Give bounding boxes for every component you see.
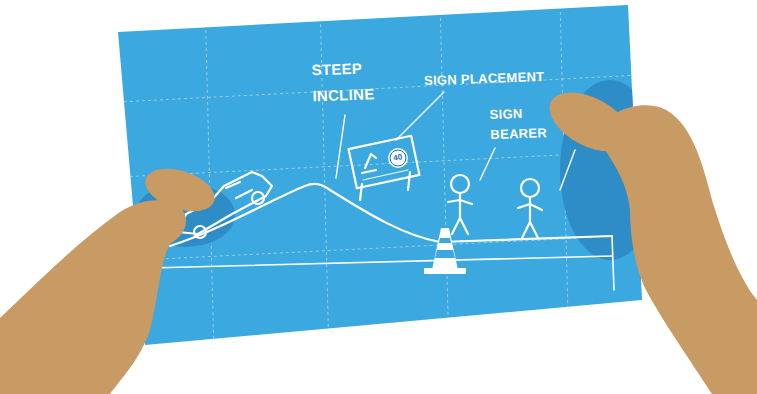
traffic-cone [424, 228, 466, 274]
speed-limit-disc [388, 148, 408, 168]
leader-lines [336, 92, 575, 190]
left-hand [0, 161, 220, 394]
speed-limit-ring [390, 150, 406, 166]
sign [349, 136, 420, 200]
hill-line [170, 184, 612, 246]
ground-line [150, 256, 612, 268]
sign-bearer-1 [448, 175, 472, 234]
right-hand [540, 80, 757, 394]
grid [100, 0, 660, 394]
callout-label: SIGN PLACEMENT [424, 68, 545, 90]
ground-edge [612, 236, 614, 290]
sign-bearer-2 [518, 179, 542, 238]
speed-limit-number: 40 [389, 151, 407, 166]
callout-label: SIGN BEARER [489, 103, 554, 145]
callout-label: STEEP INCLINE [311, 55, 391, 110]
